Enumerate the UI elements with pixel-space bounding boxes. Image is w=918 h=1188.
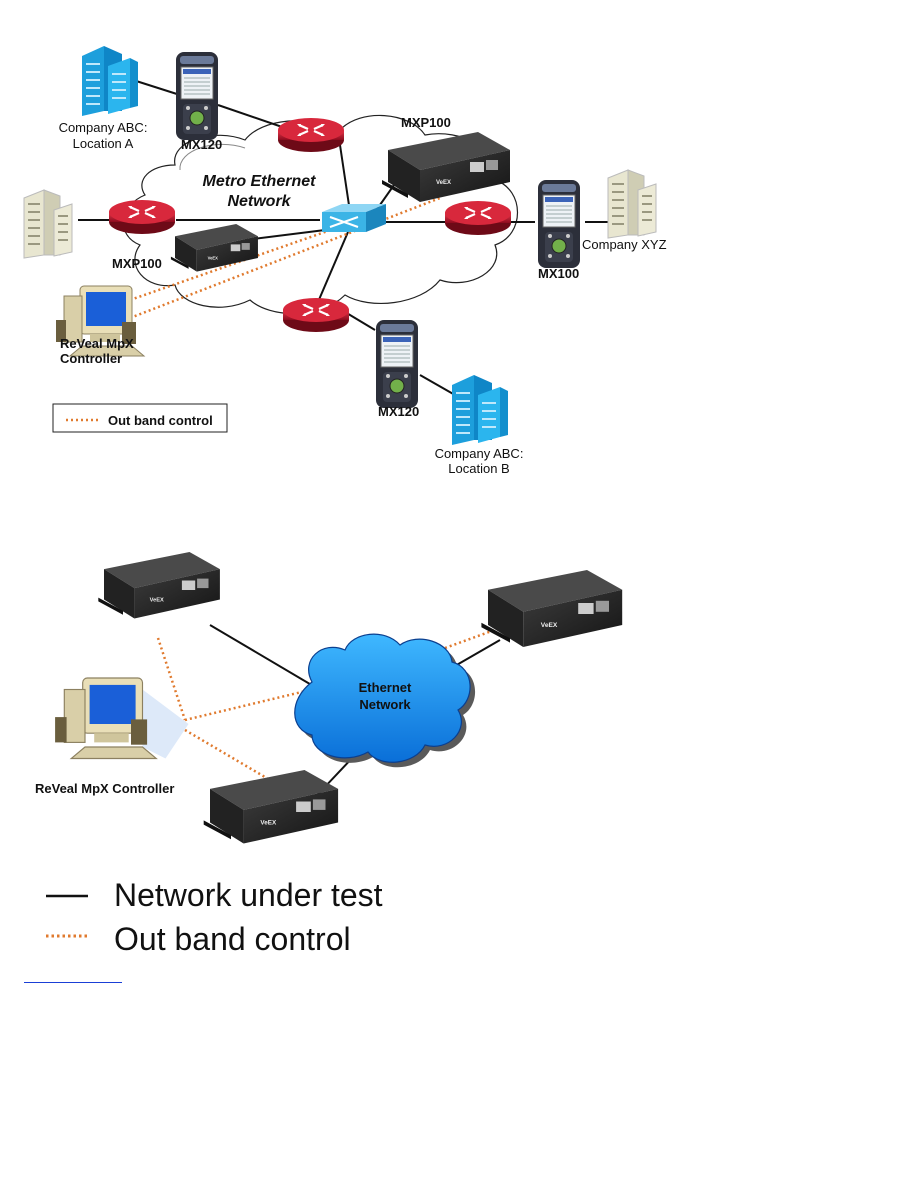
mx120-top-device bbox=[175, 51, 219, 141]
router-right bbox=[443, 199, 513, 237]
mxp-device-top-left bbox=[98, 552, 220, 619]
router-top bbox=[276, 116, 346, 154]
building-company-xyz bbox=[607, 169, 657, 239]
label-company-abc-b-2: Location B bbox=[448, 461, 509, 476]
cloud2-label-line1: Ethernet bbox=[359, 680, 412, 695]
hyperlink-underline[interactable] bbox=[24, 982, 122, 983]
out-band-links bbox=[129, 196, 441, 320]
label-mx120-bottom: MX120 bbox=[378, 404, 419, 419]
controller-computer-2 bbox=[54, 677, 189, 760]
router-left bbox=[107, 198, 177, 236]
diagram-1-metro-ethernet: Company ABC: Location A MX120 MXP100 Met… bbox=[23, 45, 667, 476]
label-controller-2: Controller bbox=[60, 351, 122, 366]
label-mx120-top: MX120 bbox=[181, 137, 222, 152]
label-mxp100-top: MXP100 bbox=[401, 115, 451, 130]
label-mxp100-left: MXP100 bbox=[112, 256, 162, 271]
cloud-label-line1: Metro Ethernet bbox=[203, 173, 317, 190]
mx120-bottom-device bbox=[375, 319, 419, 409]
label-mx100: MX100 bbox=[538, 266, 579, 281]
mx100-device bbox=[537, 179, 581, 269]
label-controller-2d: ReVeal MpX Controller bbox=[35, 781, 174, 796]
ethernet-cloud bbox=[294, 633, 476, 768]
cloud2-label-line2: Network bbox=[359, 697, 411, 712]
label-controller-1: ReVeal MpX bbox=[60, 336, 134, 351]
legend-box-1: Out band control bbox=[52, 403, 228, 433]
out-band-links-2 bbox=[156, 626, 501, 782]
legend-out-band-2: Out band control bbox=[114, 921, 351, 957]
label-company-abc-a-1: Company ABC: bbox=[59, 120, 148, 135]
legend-network-under-test: Network under test bbox=[114, 877, 383, 913]
ethernet-switch bbox=[322, 204, 386, 232]
building-left bbox=[23, 189, 73, 259]
building-company-abc-b bbox=[451, 374, 509, 446]
label-company-abc-b-1: Company ABC: bbox=[435, 446, 524, 461]
mxp-device-bottom bbox=[203, 770, 339, 844]
label-company-abc-a-2: Location A bbox=[73, 136, 134, 151]
label-company-xyz: Company XYZ bbox=[582, 237, 667, 252]
cloud-label-line2: Network bbox=[227, 193, 291, 210]
network-links bbox=[78, 79, 612, 396]
mxp-device-right bbox=[481, 570, 623, 647]
legend-out-band-1: Out band control bbox=[108, 413, 213, 428]
building-company-abc-a bbox=[81, 45, 139, 117]
diagram-2-ethernet: Ethernet Network ReVeal MpX Controller N… bbox=[35, 552, 623, 957]
router-bottom bbox=[281, 296, 351, 334]
legend-2: Network under test Out band control bbox=[46, 877, 383, 957]
